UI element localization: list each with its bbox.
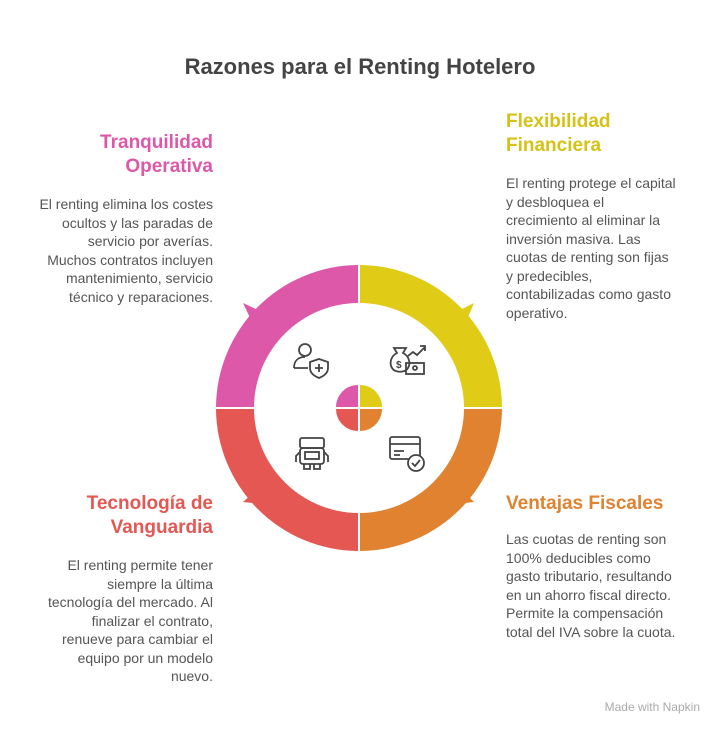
ring-segment-red xyxy=(216,409,358,551)
text-tecnologia: El renting permite tener siempre la últi… xyxy=(48,557,213,684)
svg-text:$: $ xyxy=(396,360,402,371)
arrow-yellow xyxy=(456,303,474,322)
user-shield-icon xyxy=(293,343,329,379)
card-check-icon xyxy=(389,436,425,472)
pie-yellow xyxy=(360,385,382,407)
made-with-napkin[interactable]: Made with Napkin xyxy=(604,700,700,714)
arrow-pink xyxy=(243,303,262,322)
page-title: Razones para el Renting Hotelero xyxy=(184,54,536,79)
ring-segment-yellow xyxy=(360,265,502,407)
text-flexibilidad: El renting protege el capital y desbloqu… xyxy=(506,175,676,321)
text-tranquilidad: El renting elimina los costes ocultos y … xyxy=(39,196,213,305)
arrow-orange xyxy=(456,494,474,504)
robot-icon xyxy=(295,437,329,470)
pie-orange xyxy=(360,409,382,431)
ring-segment-pink xyxy=(216,265,358,407)
pie-pink xyxy=(336,385,358,407)
arrow-red xyxy=(243,494,262,504)
heading-ventajas: Ventajas Fiscales xyxy=(506,493,664,514)
pie-red xyxy=(336,409,358,431)
ring-segment-orange xyxy=(360,409,502,551)
text-ventajas: Las cuotas de renting son 100% deducible… xyxy=(506,531,676,640)
money-growth-icon: $ xyxy=(389,345,426,375)
